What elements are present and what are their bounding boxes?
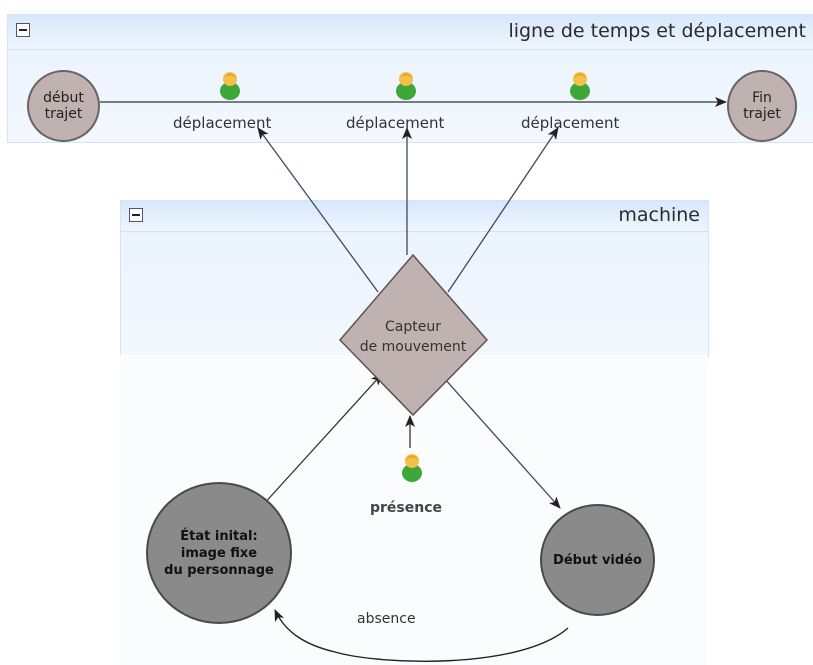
- event-move-1[interactable]: déplacement: [173, 114, 272, 132]
- initial-state-label: État inital: image fixe du personnage: [164, 528, 274, 578]
- start-node-label: début trajet: [43, 90, 84, 122]
- person-icon: [570, 72, 590, 100]
- person-icon: [396, 72, 416, 100]
- person-icon: [220, 72, 240, 100]
- lane-header: ligne de temps et déplacement: [8, 15, 813, 50]
- edge-absence: [274, 609, 569, 662]
- edge-sensor-move1: [257, 127, 379, 293]
- edge-sensor-move3: [447, 127, 559, 293]
- sensor-diamond: [338, 253, 489, 417]
- lane-title: ligne de temps et déplacement: [508, 20, 806, 42]
- lane-title: machine: [618, 204, 700, 226]
- collapse-icon[interactable]: [129, 208, 143, 222]
- person-icon: [402, 454, 422, 482]
- end-node-label: Fin trajet: [743, 90, 781, 122]
- initial-state-node[interactable]: État inital: image fixe du personnage: [146, 482, 292, 624]
- video-start-label: Début vidéo: [553, 552, 642, 568]
- end-node[interactable]: Fin trajet: [727, 70, 797, 142]
- lane-header: machine: [121, 201, 708, 232]
- collapse-icon[interactable]: [16, 23, 30, 37]
- lane-timeline: ligne de temps et déplacement: [7, 14, 813, 143]
- edge-sensor-video: [443, 377, 561, 509]
- event-move-2[interactable]: déplacement: [346, 114, 445, 132]
- event-presence[interactable]: présence: [370, 500, 443, 516]
- video-start-node[interactable]: Début vidéo: [540, 504, 655, 616]
- start-node[interactable]: début trajet: [27, 70, 100, 142]
- sensor-label[interactable]: Capteur de mouvement: [359, 319, 467, 355]
- event-move-3[interactable]: déplacement: [521, 114, 620, 132]
- edge-absence-label[interactable]: absence: [357, 611, 416, 627]
- edge-initial-sensor: [261, 373, 383, 507]
